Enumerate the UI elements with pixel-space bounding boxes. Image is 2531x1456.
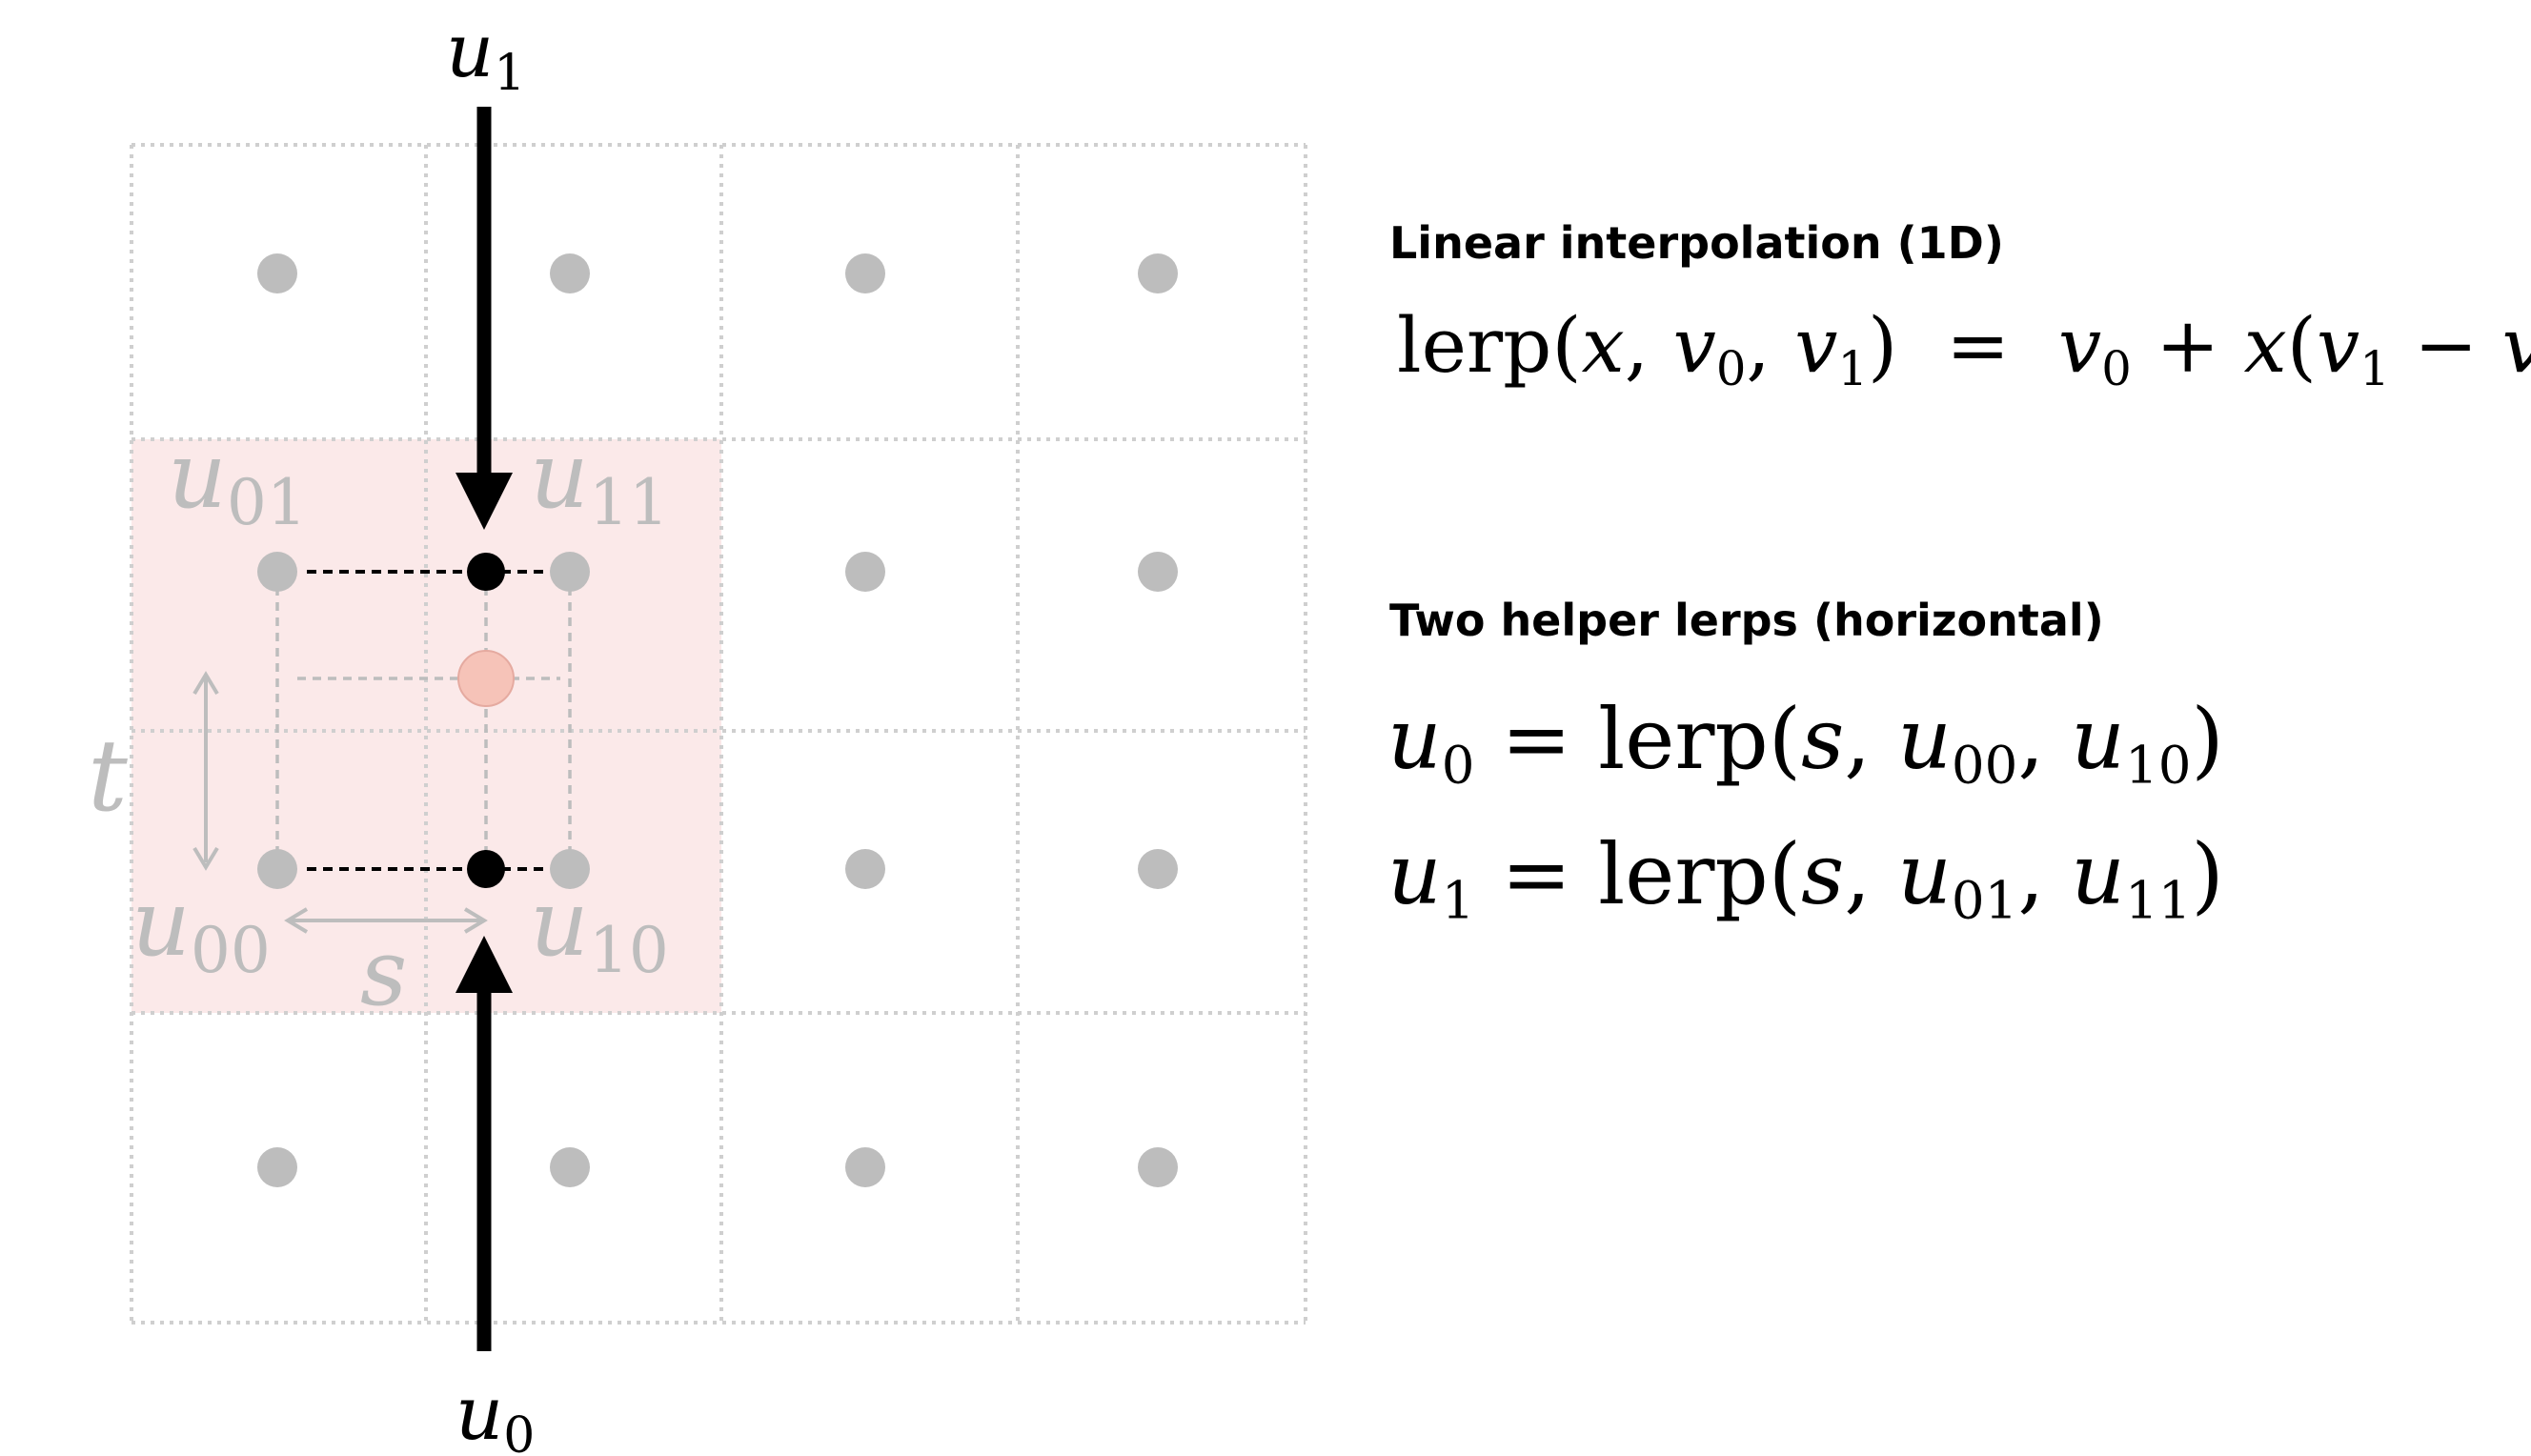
- sample-dot: [550, 253, 590, 293]
- sample-dot: [845, 253, 885, 293]
- heading-helper-lerps: Two helper lerps (horizontal): [1389, 595, 2104, 646]
- sample-dot: [1138, 849, 1178, 889]
- sample-dot: [550, 1147, 590, 1187]
- label-u01: u01: [168, 422, 307, 539]
- label-t: t: [88, 718, 128, 834]
- arrow-down-u1: [456, 107, 513, 530]
- label-u10: u10: [530, 870, 669, 987]
- heading-linear-interpolation: Linear interpolation (1D): [1389, 217, 2004, 269]
- sample-dot: [845, 552, 885, 592]
- grid-lines: [130, 143, 1307, 1325]
- sample-dots: [257, 253, 1178, 1187]
- sample-dot: [1138, 253, 1178, 293]
- arrow-up-u0: [456, 936, 513, 1351]
- label-u1-top: u1: [446, 9, 525, 102]
- label-u0-bottom: u0: [456, 1371, 535, 1456]
- equation-u0: u0 = lerp(s, u00, u10): [1387, 690, 2224, 796]
- equation-u1: u1 = lerp(s, u01, u11): [1387, 825, 2224, 931]
- bilinear-interpolation-diagram: u1 u0 u01 u11 u00 u10 t s: [88, 9, 1307, 1456]
- label-u11: u11: [530, 422, 669, 539]
- helper-point-u0: [467, 850, 505, 888]
- sample-dot: [845, 849, 885, 889]
- label-u00: u00: [132, 870, 271, 987]
- target-point: [457, 650, 515, 707]
- helper-point-u1: [467, 553, 505, 591]
- sample-dot: [1138, 1147, 1178, 1187]
- guide-lines: [275, 572, 572, 869]
- s-double-arrow: [284, 907, 488, 934]
- sample-dot: [257, 253, 297, 293]
- sample-dot: [257, 1147, 297, 1187]
- sample-dot: [845, 1147, 885, 1187]
- equation-lerp-definition: lerp(x, v0, v1) = v0 + x(v1 − v0): [1397, 301, 2531, 396]
- t-double-arrow: [192, 671, 219, 871]
- label-s: s: [360, 920, 407, 1026]
- sample-dot: [1138, 552, 1178, 592]
